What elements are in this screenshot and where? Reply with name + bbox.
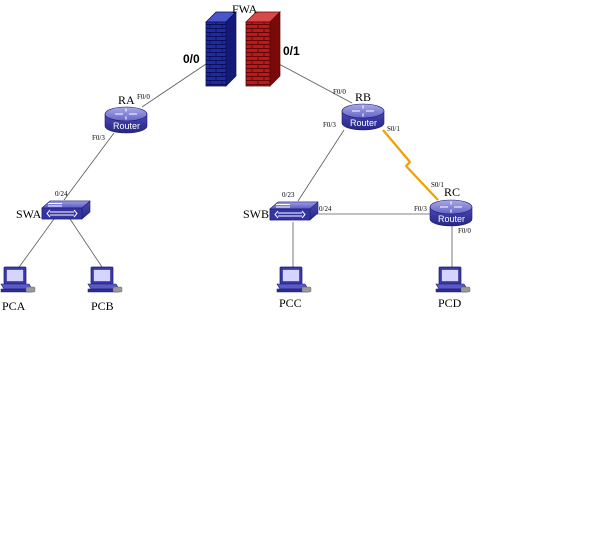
pc-pcb[interactable] xyxy=(87,266,123,293)
pc-pcd[interactable] xyxy=(435,266,471,293)
switch-swb-name-label: SWB xyxy=(243,207,269,221)
pc-pcb-name-label: PCB xyxy=(91,299,114,313)
firewall-port-left-label: 0/0 xyxy=(183,52,200,66)
router-rc-device-label: Router xyxy=(438,214,465,224)
router-ra-port-up-label: F0/0 xyxy=(137,93,150,101)
switch-swa[interactable] xyxy=(41,200,91,220)
pc-pca-name-label: PCA xyxy=(2,299,26,313)
router-ra[interactable]: Router xyxy=(104,106,148,134)
link-ra-swa xyxy=(63,132,115,201)
pc-pcc-name-label: PCC xyxy=(279,296,302,310)
link-swa-pca xyxy=(16,218,55,271)
switch-swb[interactable] xyxy=(269,201,319,221)
router-rc-port-left-label: F0/3 xyxy=(414,205,427,213)
firewall-fwa[interactable] xyxy=(205,11,281,87)
pc-pca[interactable] xyxy=(0,266,36,293)
router-rb-name-label: RB xyxy=(355,90,371,104)
switch-swb-port-right-label: 0/24 xyxy=(319,205,332,213)
router-rc-port-down-label: F0/0 xyxy=(458,227,471,235)
firewall-name-label: FWA xyxy=(232,2,258,16)
pc-pcc[interactable] xyxy=(276,266,312,293)
router-rb-port-up-label: F0/0 xyxy=(333,88,346,96)
router-rc[interactable]: Router xyxy=(429,199,473,227)
link-rb-swb xyxy=(297,129,345,202)
link-rb-rc-serial xyxy=(382,129,439,201)
router-rb-port-down-label: F0/3 xyxy=(323,121,336,129)
router-rc-name-label: RC xyxy=(444,185,460,199)
links xyxy=(16,63,453,271)
firewall-left-half xyxy=(205,11,237,87)
switch-swa-port-up-label: 0/24 xyxy=(55,190,68,198)
link-ra-fwa xyxy=(141,63,207,108)
router-rb[interactable]: Router xyxy=(341,103,385,131)
firewall-port-right-label: 0/1 xyxy=(283,44,300,58)
switch-swb-port-up-label: 0/23 xyxy=(282,191,295,199)
router-ra-port-down-label: F0/3 xyxy=(92,134,105,142)
router-rb-device-label: Router xyxy=(350,118,377,128)
router-rb-port-serial-label: S0/1 xyxy=(387,125,400,133)
firewall-right-half xyxy=(245,11,281,87)
pc-pcd-name-label: PCD xyxy=(438,296,462,310)
link-swa-pcb xyxy=(69,218,105,271)
router-ra-name-label: RA xyxy=(118,93,135,107)
switch-swa-name-label: SWA xyxy=(16,207,42,221)
router-rc-port-serial-label: S0/1 xyxy=(431,181,444,189)
link-fwa-rb xyxy=(278,63,353,104)
router-ra-device-label: Router xyxy=(113,121,140,131)
